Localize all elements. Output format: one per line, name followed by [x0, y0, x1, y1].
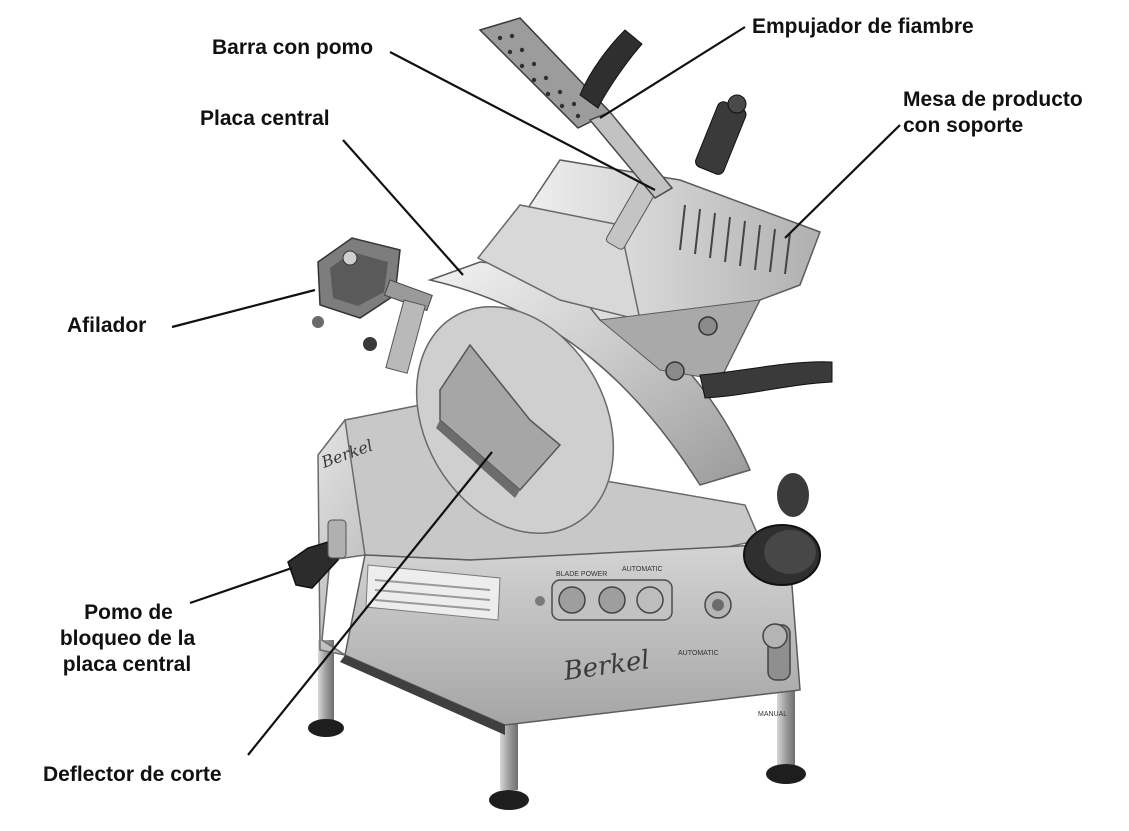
carriage: [476, 94, 833, 399]
sharpener-face: [330, 252, 388, 306]
foot-back-left: [308, 719, 344, 737]
pusher-grip: [579, 29, 643, 109]
table-bolt-2: [665, 361, 685, 381]
auto-button: [598, 586, 626, 614]
plate-lock-knob: [287, 539, 339, 589]
product-table-inner: [476, 204, 641, 322]
foot-front-right: [766, 764, 806, 784]
knobs: [287, 473, 821, 681]
leader-deflector: [247, 451, 493, 756]
rod-knob-top: [727, 94, 747, 114]
label-mesa-de-producto-line1: Mesa de producto: [903, 88, 1083, 111]
label-placa-central: Placa central: [200, 107, 330, 130]
foot-front-left: [489, 790, 529, 810]
label-pomo-line2: bloqueo de la: [59, 627, 196, 650]
sharpener-screw-1: [312, 316, 324, 328]
thickness-knob-face: [764, 530, 816, 574]
pusher-spikes: [497, 33, 581, 119]
indicator-light: [535, 596, 545, 606]
sharpener-screw-2: [363, 337, 377, 351]
plate-lock-shaft: [327, 519, 347, 559]
label-barra-con-pomo: Barra con pomo: [212, 36, 374, 59]
leader-barra: [389, 51, 656, 191]
leg-back-left: [318, 640, 334, 720]
leader-lines: [171, 26, 901, 756]
panel-label-automatic: AUTOMATIC: [622, 566, 663, 573]
stop-button: [636, 586, 664, 614]
rear-knob: [777, 473, 809, 517]
sharpener-eye: [342, 250, 358, 266]
pusher-plate: [478, 17, 612, 129]
control-panel: BLADE POWER AUTOMATIC AUTOMATIC MANUAL B…: [318, 436, 787, 718]
leader-pomo: [189, 566, 293, 605]
table-bolt-1: [698, 316, 718, 336]
power-button: [558, 586, 586, 614]
leader-afilador: [171, 288, 316, 329]
label-pomo-line1: Pomo de: [84, 601, 173, 624]
warning-label: [365, 564, 501, 621]
label-pomo-line3: placa central: [62, 653, 192, 676]
label-empujador-de-fiambre: Empujador de fiambre: [752, 15, 974, 38]
leader-empujador: [599, 26, 746, 119]
leg-front-right: [777, 690, 795, 765]
table-ridges: [679, 204, 791, 275]
panel-label-blade-power: BLADE POWER: [556, 571, 607, 578]
sharpener-post: [385, 299, 426, 374]
manual-lever-hub: [762, 623, 788, 649]
leg-front-left: [500, 720, 518, 790]
manual-label: MANUAL: [758, 711, 787, 718]
sharpener: [312, 237, 433, 374]
carriage-handle: [699, 361, 833, 399]
deflector-edge: [436, 420, 520, 498]
label-deflector-de-corte: Deflector de corte: [43, 763, 222, 786]
front-badge: AUTOMATIC: [678, 650, 719, 657]
leader-mesa: [784, 124, 901, 239]
housing-lower-shadow: [340, 655, 505, 735]
label-afilador: Afilador: [67, 314, 147, 337]
emergency-button-core: [712, 599, 724, 611]
blade-assembly: [415, 261, 752, 534]
label-mesa-de-producto-line2: con soporte: [903, 114, 1024, 137]
leader-placa: [342, 139, 464, 276]
